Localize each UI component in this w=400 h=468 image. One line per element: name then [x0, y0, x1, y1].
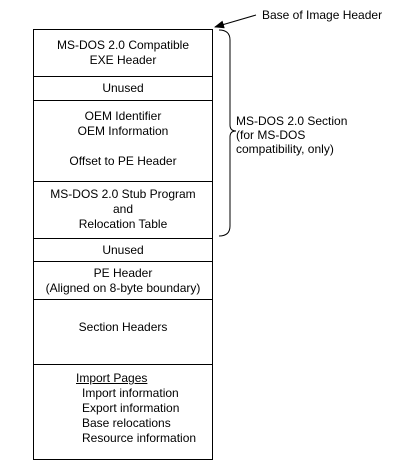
- block-line: Relocation Table: [78, 217, 168, 231]
- block-line: Unused: [102, 81, 144, 95]
- base-pointer-arrow: [214, 14, 257, 29]
- image-layout-stack: MS-DOS 2.0 Compatible EXE Header Unused …: [33, 29, 213, 460]
- block-unused-1: Unused: [34, 77, 212, 101]
- block-line: Unused: [102, 243, 144, 257]
- block-line: MS-DOS 2.0 Stub Program: [50, 187, 196, 201]
- block-unused-2: Unused: [34, 239, 212, 262]
- block-line: Base relocations: [82, 416, 171, 430]
- msdos-section-label: MS-DOS 2.0 Section (for MS-DOS compatibi…: [236, 114, 347, 156]
- base-of-image-header-label: Base of Image Header: [262, 8, 383, 22]
- block-section-headers: Section Headers: [34, 300, 212, 365]
- block-line: Import Pages: [76, 371, 148, 385]
- block-line: PE Header: [93, 266, 153, 280]
- block-line: MS-DOS 2.0 Compatible: [56, 38, 190, 52]
- block-line: Resource information: [82, 431, 197, 445]
- block-line: EXE Header: [89, 53, 157, 67]
- block-oem: OEM Identifier OEM Information Offset to…: [34, 101, 212, 182]
- msdos-section-line: compatibility, only): [236, 142, 334, 156]
- block-line: and: [112, 202, 134, 216]
- msdos-section-line: (for MS-DOS: [236, 128, 306, 142]
- block-line: OEM Identifier: [84, 109, 162, 123]
- block-line: OEM Information: [77, 124, 169, 138]
- block-line: Section Headers: [78, 320, 168, 334]
- block-line: Export information: [82, 401, 180, 415]
- block-pe-header: PE Header (Aligned on 8-byte boundary): [34, 262, 212, 300]
- block-import-pages: Import Pages Import information Export i…: [34, 365, 212, 459]
- block-line: (Aligned on 8-byte boundary): [45, 281, 201, 295]
- block-exe-header: MS-DOS 2.0 Compatible EXE Header: [34, 30, 212, 77]
- msdos-section-line: MS-DOS 2.0 Section: [236, 114, 348, 128]
- block-stub: MS-DOS 2.0 Stub Program and Relocation T…: [34, 182, 212, 239]
- block-line: Import information: [82, 386, 179, 400]
- block-line: Offset to PE Header: [69, 154, 177, 168]
- msdos-section-brace: [218, 29, 237, 237]
